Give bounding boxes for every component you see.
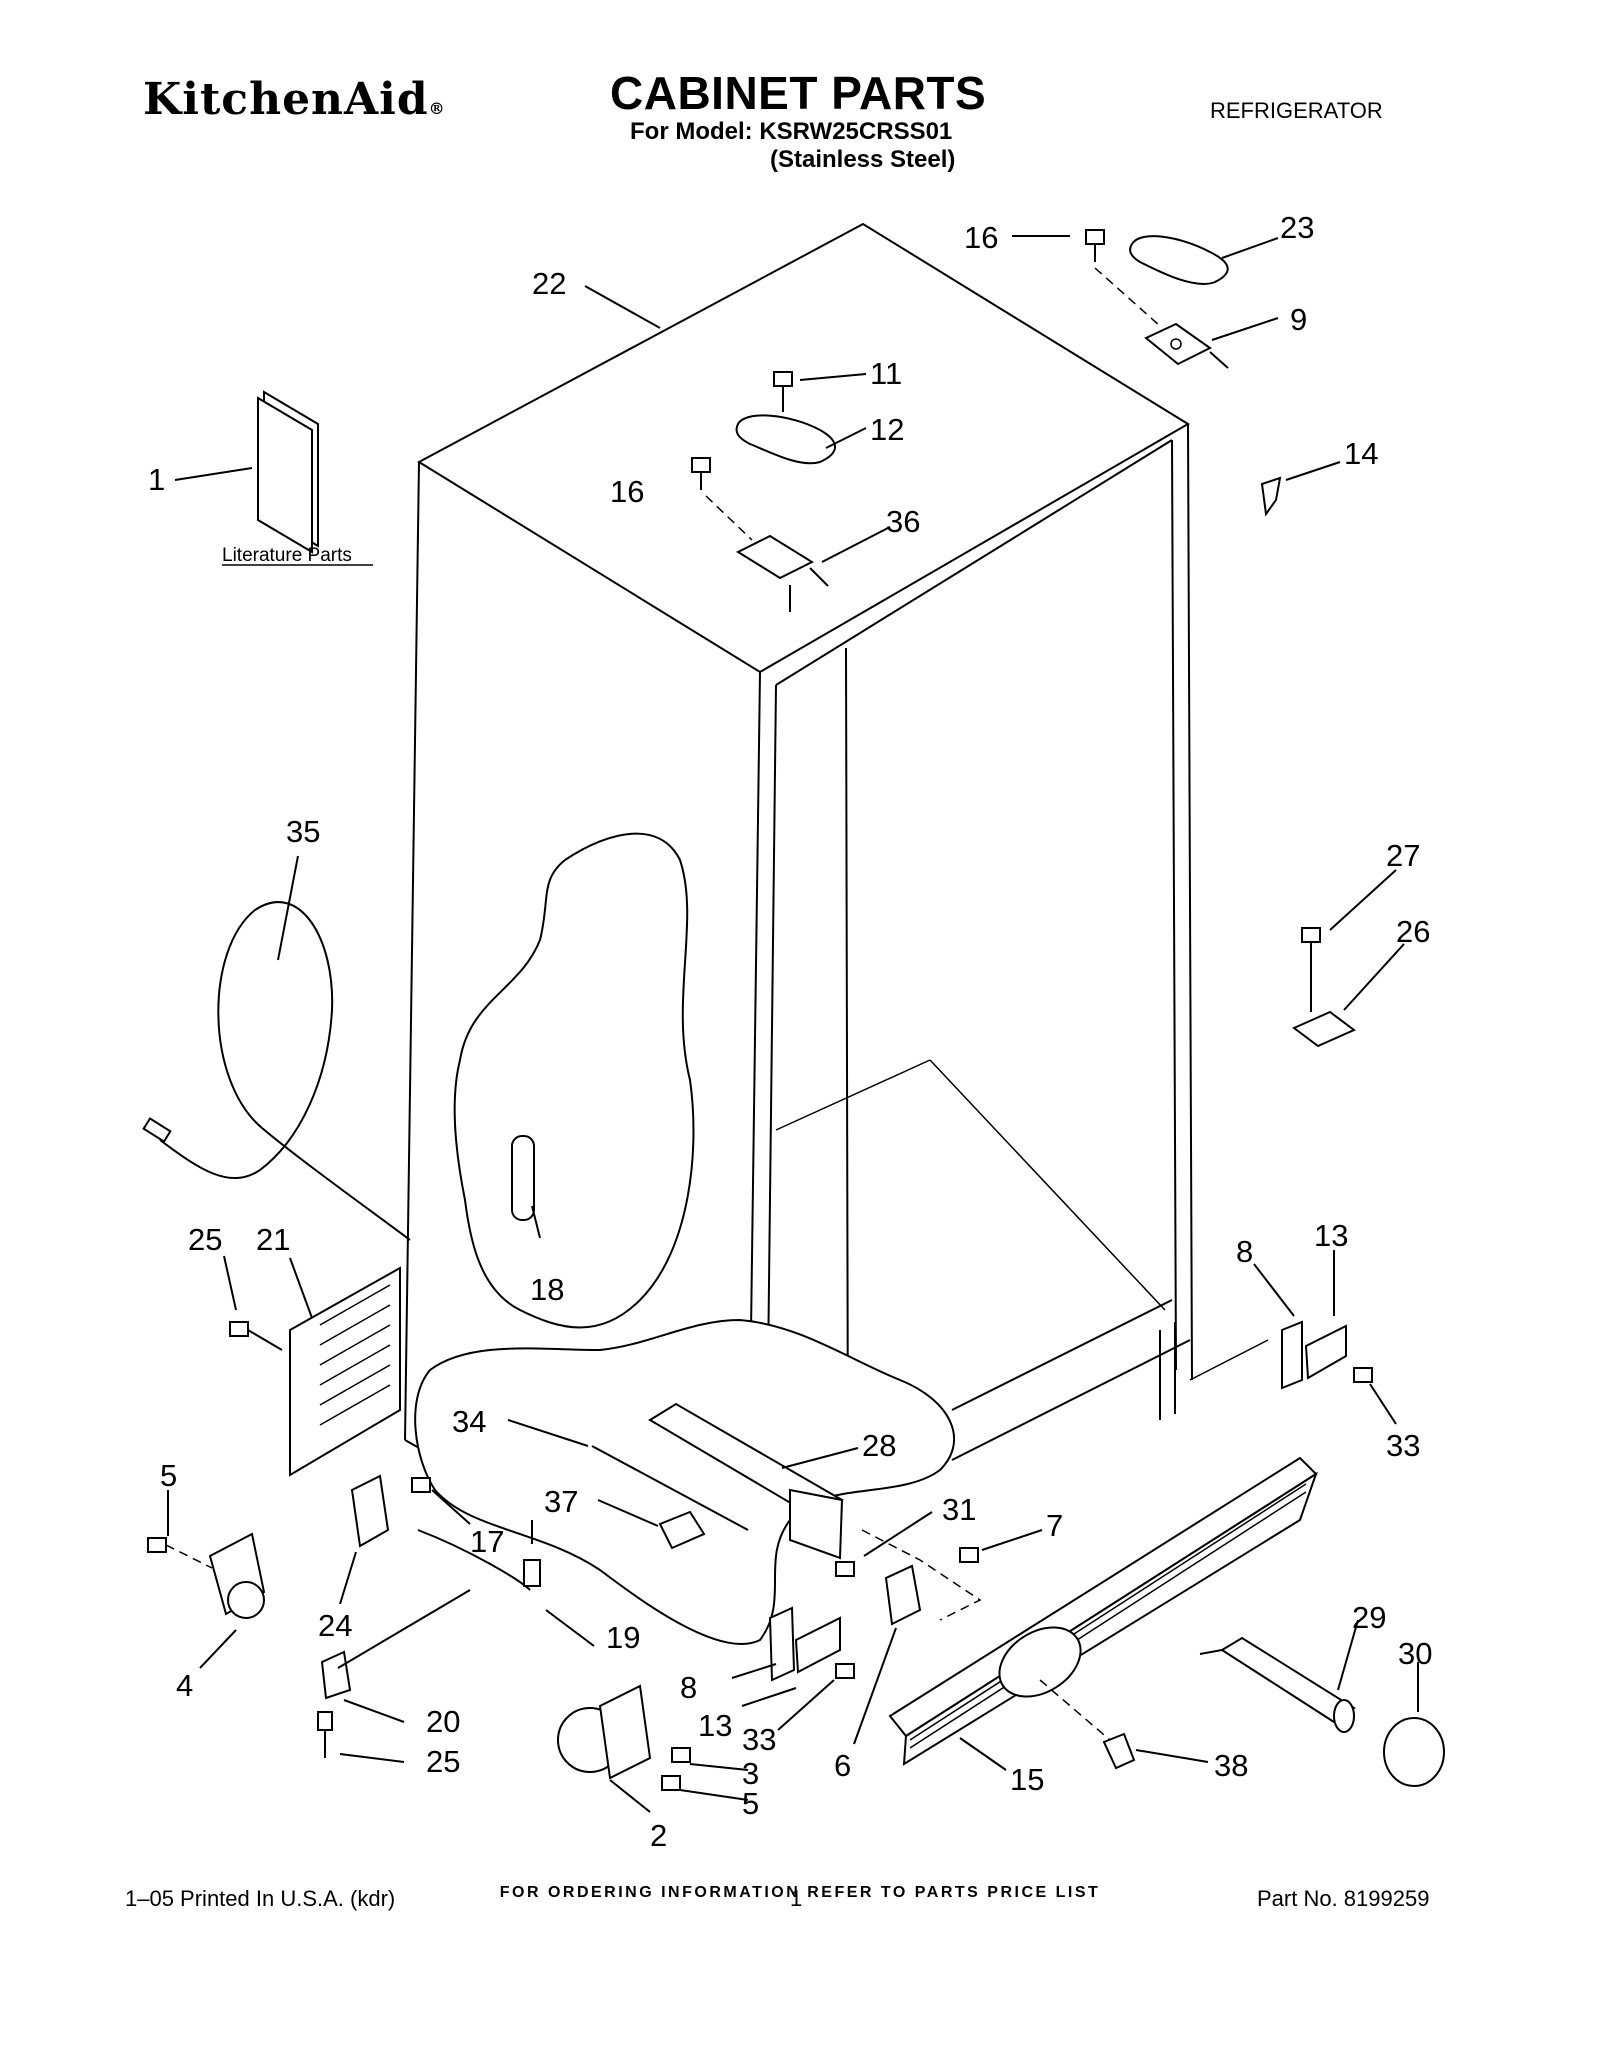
callout-21: 21	[256, 1222, 290, 1257]
water-line-fitting	[142, 1117, 172, 1143]
bracket-6	[884, 1564, 922, 1626]
callout-38: 38	[1214, 1748, 1248, 1783]
ordering-note: FOR ORDERING INFORMATION REFER TO PARTS …	[499, 1884, 1101, 1901]
callout-27: 27	[1386, 838, 1420, 873]
callout-9: 9	[1290, 302, 1307, 337]
cutaway-upper	[453, 832, 695, 1329]
model-line: For Model: KSRW25CRSS01	[630, 118, 953, 145]
hinge-plate-8-right	[1281, 1320, 1303, 1390]
callout-3: 3	[742, 1756, 759, 1791]
water-filter-29	[1199, 1636, 1356, 1733]
callout-29: 29	[1352, 1600, 1386, 1635]
hinge-bracket-36	[735, 534, 829, 612]
page-number: 1	[790, 1886, 803, 1911]
callout-15: 15	[1010, 1762, 1044, 1797]
callout-16-top: 16	[964, 220, 998, 255]
callout-25-top: 25	[188, 1222, 222, 1257]
callout-18: 18	[530, 1272, 564, 1307]
callout-16-left: 16	[610, 474, 644, 509]
hinge-plate-8-lower	[768, 1606, 796, 1682]
brand-name: KitchenAid	[143, 74, 429, 125]
callout-13-right: 13	[1314, 1218, 1348, 1253]
spring-18	[511, 1135, 535, 1221]
callout-37: 37	[544, 1484, 578, 1519]
print-info: 1–05 Printed In U.S.A. (kdr)	[125, 1886, 396, 1911]
appliance-type: REFRIGERATOR	[1210, 98, 1383, 123]
callout-36: 36	[886, 504, 920, 539]
brand-logo: KitchenAid®	[143, 74, 446, 125]
rear-roller-2	[557, 1684, 652, 1780]
screw-11	[773, 371, 793, 412]
hinge-cover-12	[735, 414, 836, 465]
hinge-13-lower	[794, 1616, 841, 1674]
clip-38	[1102, 1732, 1136, 1770]
callout-8-right: 8	[1236, 1234, 1253, 1269]
literature-parts-label: Literature Parts	[222, 545, 352, 566]
callout-34: 34	[452, 1404, 486, 1439]
callout-33-right: 33	[1386, 1428, 1420, 1463]
screw-33-lower	[835, 1663, 855, 1679]
callout-5-bottom: 5	[742, 1786, 759, 1821]
callout-7: 7	[1046, 1508, 1063, 1543]
cutaway-lower	[414, 1318, 956, 1645]
callout-30: 30	[1398, 1636, 1432, 1671]
callout-2: 2	[650, 1818, 667, 1853]
screw-25-bottom	[317, 1711, 333, 1758]
page-title: CABINET PARTS	[610, 67, 987, 119]
hinge-13-right	[1304, 1324, 1347, 1380]
clip-14	[1260, 476, 1282, 517]
clamp-20	[320, 1650, 352, 1700]
screw-3	[671, 1747, 691, 1763]
callout-8-lower: 8	[680, 1670, 697, 1705]
screw-7	[959, 1547, 979, 1563]
callout-26: 26	[1396, 914, 1430, 949]
callout-28: 28	[862, 1428, 896, 1463]
screw-17	[411, 1477, 431, 1493]
model-variant: (Stainless Steel)	[770, 146, 956, 173]
screw-33-right	[1353, 1367, 1373, 1383]
top-hinge-cover-23	[1129, 235, 1229, 285]
front-roller-4	[208, 1532, 266, 1619]
hinge-bracket-26	[1292, 1010, 1356, 1048]
panel-vents	[319, 1284, 391, 1426]
callout-23: 23	[1280, 210, 1314, 245]
callout-14: 14	[1344, 436, 1378, 471]
callout-35: 35	[286, 814, 320, 849]
leader-lines	[167, 235, 1419, 1813]
callout-22: 22	[532, 266, 566, 301]
document-part-number: Part No. 8199259	[1257, 1886, 1430, 1911]
literature-booklet	[257, 390, 319, 554]
screw-5-bottom	[661, 1775, 681, 1791]
screw-16-left	[691, 457, 711, 490]
water-line-coil	[159, 901, 334, 1179]
callout-25-bottom: 25	[426, 1744, 460, 1779]
brand-registered-mark: ®	[428, 99, 446, 118]
screw-5-left	[147, 1537, 167, 1553]
callout-24: 24	[318, 1608, 352, 1643]
screw-25-top	[229, 1321, 283, 1351]
clip-37	[658, 1510, 706, 1550]
hinge-24	[350, 1474, 390, 1548]
callout-17: 17	[470, 1524, 504, 1559]
callout-31: 31	[942, 1492, 976, 1527]
screw-31	[835, 1561, 855, 1577]
screw-16-top	[1085, 229, 1105, 262]
tube-34	[591, 1445, 749, 1531]
screw-27	[1301, 927, 1321, 943]
callout-11: 11	[870, 356, 902, 391]
callout-1: 1	[148, 462, 165, 497]
callout-33-lower: 33	[742, 1722, 776, 1757]
callout-4: 4	[176, 1668, 193, 1703]
ice-bin-housing-28	[648, 1402, 844, 1560]
base-grille-15	[888, 1456, 1318, 1766]
callout-20: 20	[426, 1704, 460, 1739]
callout-12: 12	[870, 412, 904, 447]
callout-5-left: 5	[160, 1458, 177, 1493]
callout-19: 19	[606, 1620, 640, 1655]
callout-13-lower: 13	[698, 1708, 732, 1743]
top-hinge-bracket-9	[1144, 322, 1229, 369]
filter-cap-30	[1383, 1717, 1445, 1787]
callout-6: 6	[834, 1748, 851, 1783]
